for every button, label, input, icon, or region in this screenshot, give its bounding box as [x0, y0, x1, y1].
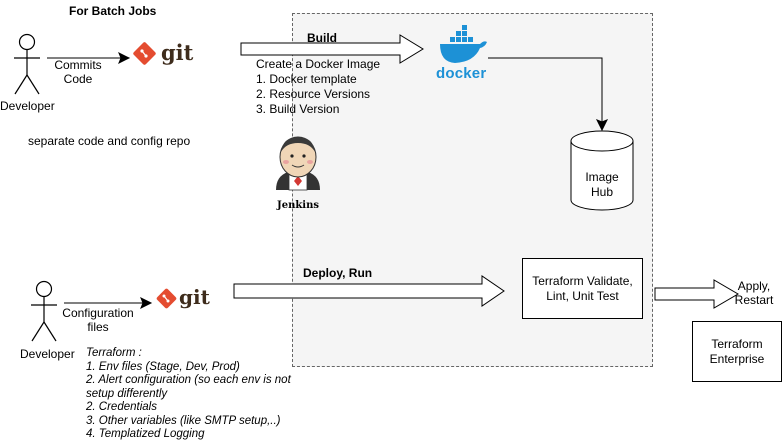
- git-wordmark: git: [179, 285, 210, 309]
- docker-whale-icon: [440, 25, 487, 63]
- repo-note: separate code and config repo: [28, 134, 191, 148]
- image-hub-label: Image Hub: [585, 170, 619, 199]
- stick-figure-icon: [14, 33, 40, 95]
- git-logo-build: git: [158, 40, 193, 65]
- stick-figure-icon: [31, 280, 57, 342]
- docker-to-hub-connector: [488, 57, 609, 132]
- database-cylinder-icon: [570, 130, 634, 211]
- terraform-validate-box: Terraform Validate, Lint, Unit Test: [522, 258, 643, 319]
- configuration-files-label: Configuration files: [62, 306, 134, 334]
- docker-wordmark: docker: [436, 65, 487, 82]
- git-logo-icon: [156, 288, 177, 309]
- build-label: Build: [307, 31, 337, 45]
- terraform-notes: Terraform : 1. Env files (Stage, Dev, Pr…: [86, 347, 291, 440]
- git-wordmark: git: [161, 40, 194, 65]
- apply-restart-label: Apply, Restart: [734, 279, 774, 307]
- commits-code-label: Commits Code: [54, 58, 102, 86]
- commit-arrow: [47, 51, 131, 65]
- jenkins-label: Jenkins: [277, 200, 319, 211]
- git-logo-icon: [133, 42, 156, 65]
- config-arrow: [64, 296, 153, 310]
- build-arrow: [240, 34, 424, 64]
- apply-arrow: [654, 279, 739, 309]
- terraform-enterprise-box: Terraform Enterprise: [692, 321, 782, 382]
- developer-label: Developer: [20, 347, 75, 361]
- docker-steps-text: Create a Docker Image 1. Docker template…: [256, 57, 381, 116]
- deploy-arrow: [233, 275, 505, 307]
- jenkins-butler-icon: [276, 136, 320, 191]
- developer-label: Developer: [0, 99, 55, 113]
- git-logo-config: git: [176, 285, 210, 309]
- page-title: For Batch Jobs: [69, 4, 157, 18]
- deploy-label: Deploy, Run: [303, 266, 373, 280]
